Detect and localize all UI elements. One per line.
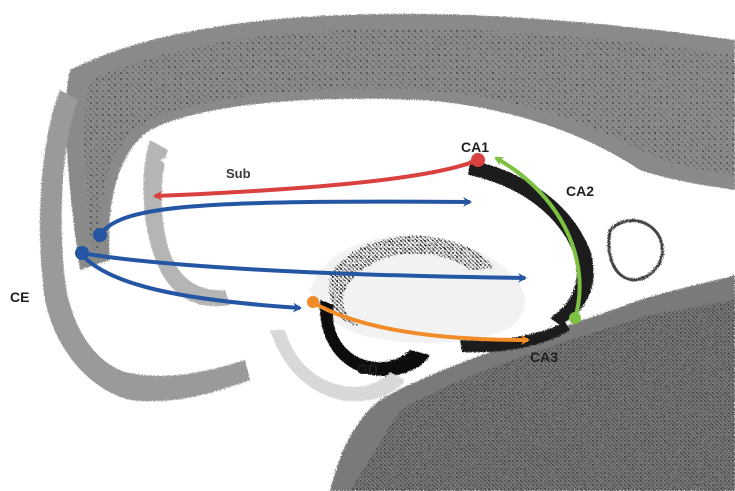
- label-ca3: CA3: [530, 349, 558, 365]
- ca1-node: [471, 153, 485, 167]
- label-ce: CE: [10, 289, 29, 305]
- label-sub: Sub: [226, 166, 251, 181]
- entorhinal-node-lower: [75, 246, 89, 260]
- label-gd: GD: [357, 361, 378, 377]
- label-ca2: CA2: [566, 183, 594, 199]
- entorhinal-node-upper: [93, 228, 107, 242]
- label-ca1: CA1: [461, 139, 489, 155]
- dentate-gyrus-node: [307, 296, 319, 308]
- tissue-background: [40, 14, 735, 491]
- ca3-node: [569, 312, 581, 324]
